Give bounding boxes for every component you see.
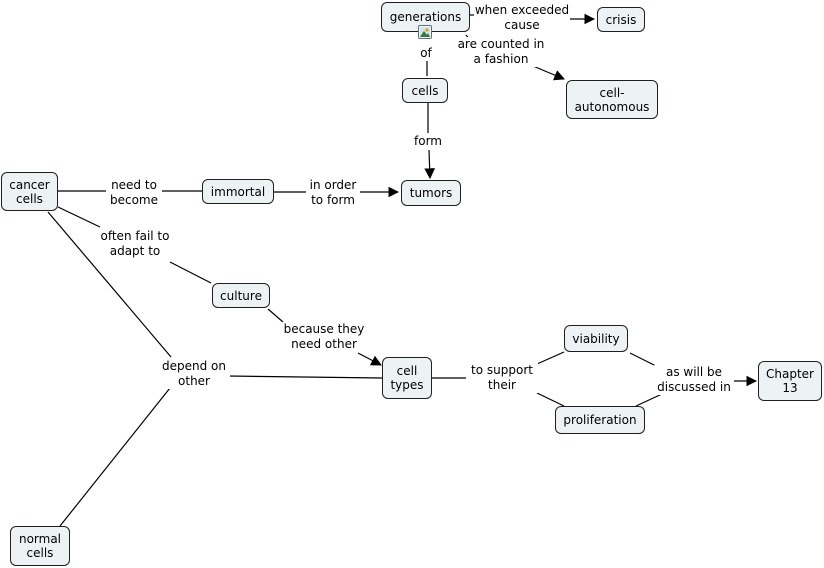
link-label-often-fail: often fail to adapt to bbox=[96, 229, 174, 259]
link-label-as-will-be: as will be discussed in bbox=[654, 365, 734, 395]
link-label-depend-on-other: depend on other bbox=[158, 359, 230, 389]
concept-cancer-cells[interactable]: cancer cells bbox=[1, 172, 58, 211]
link-label-of: of bbox=[417, 46, 435, 61]
concept-immortal[interactable]: immortal bbox=[202, 179, 274, 204]
concept-proliferation[interactable]: proliferation bbox=[555, 406, 645, 434]
concept-chapter-13[interactable]: Chapter 13 bbox=[758, 361, 822, 401]
link-label-because-they: because they need other bbox=[280, 322, 368, 352]
image-resource-icon[interactable] bbox=[418, 25, 432, 39]
concept-viability[interactable]: viability bbox=[564, 325, 628, 352]
concept-cells[interactable]: cells bbox=[402, 78, 448, 103]
link-label-when-exceeded-cause: when exceeded cause bbox=[474, 3, 570, 33]
link-label-are-counted-in: are counted in a fashion bbox=[455, 37, 547, 67]
link-label-need-to-become: need to become bbox=[106, 178, 162, 208]
concept-tumors[interactable]: tumors bbox=[401, 180, 461, 206]
concept-culture[interactable]: culture bbox=[212, 283, 270, 308]
concept-cell-types[interactable]: cell types bbox=[382, 357, 432, 399]
link-label-form: form bbox=[411, 134, 445, 149]
concept-generations[interactable]: generations bbox=[381, 2, 470, 32]
concept-normal-cells[interactable]: normal cells bbox=[10, 526, 70, 566]
concept-crisis[interactable]: crisis bbox=[597, 7, 645, 32]
link-label-to-support-their: to support their bbox=[466, 363, 538, 393]
concept-cell-autonomous[interactable]: cell- autonomous bbox=[566, 80, 658, 119]
link-label-in-order-to-form: in order to form bbox=[306, 178, 360, 208]
